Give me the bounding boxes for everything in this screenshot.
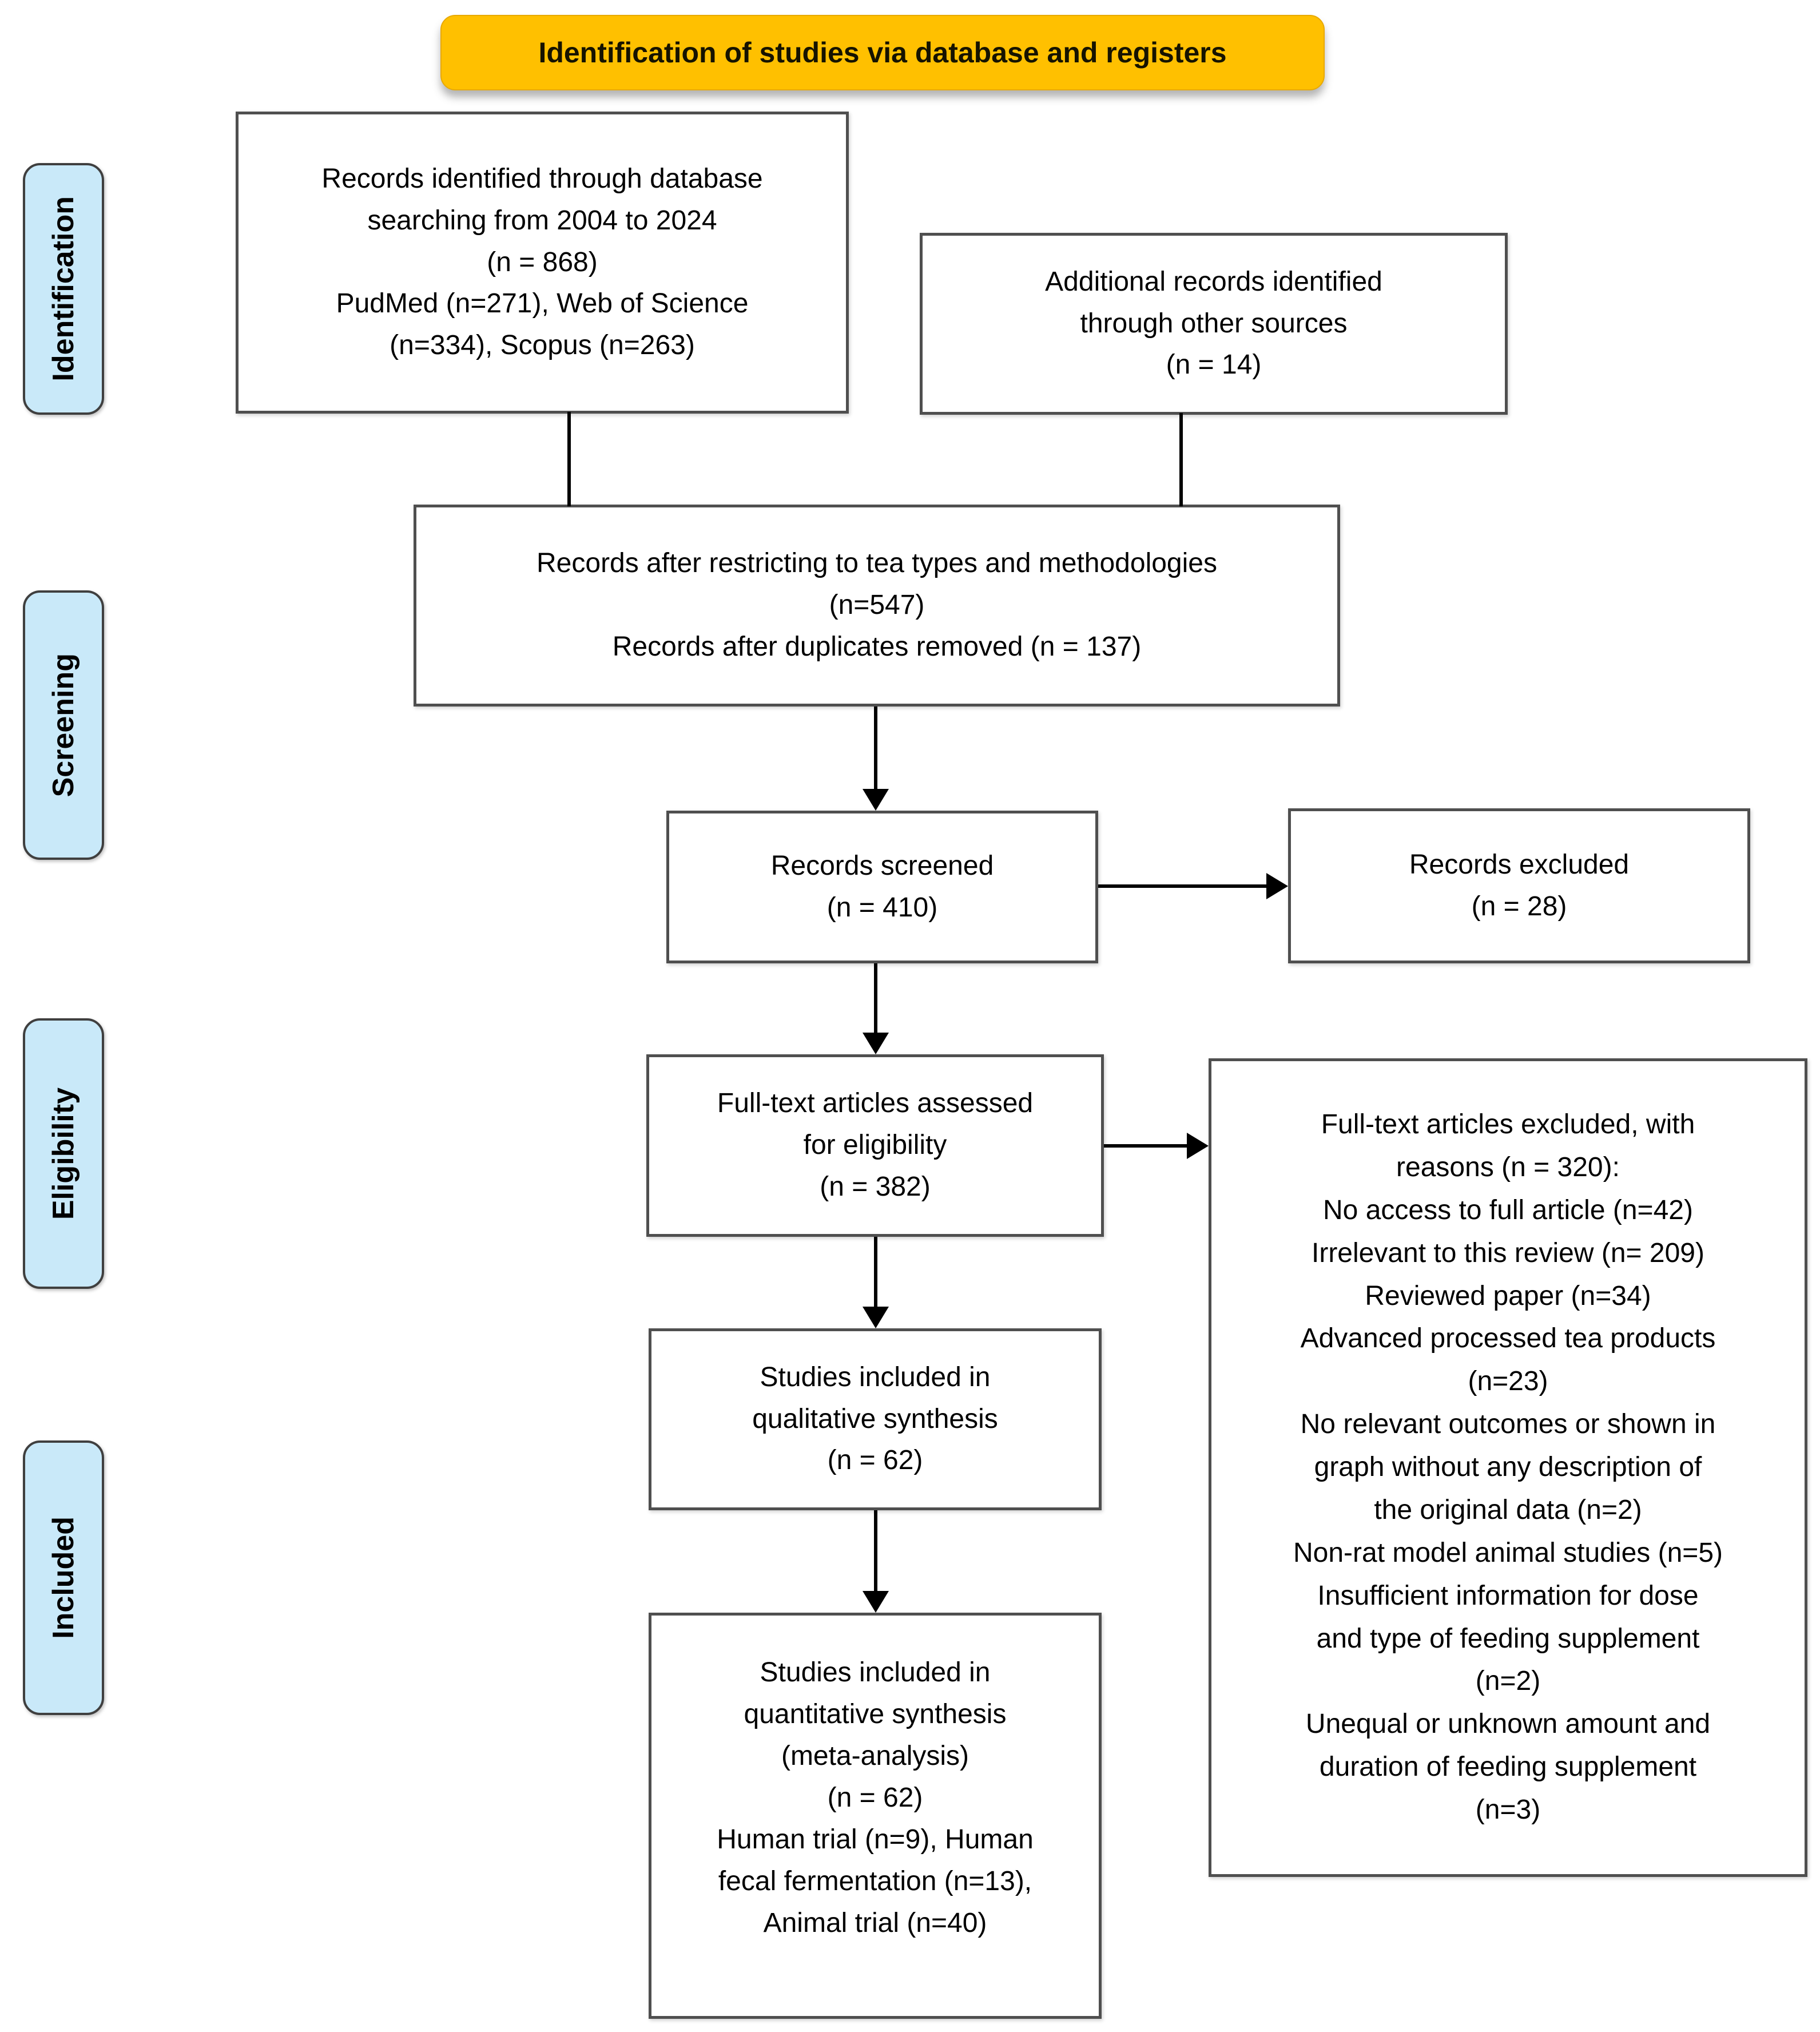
box-text-line: Records after restricting to tea types a… xyxy=(537,548,1217,579)
box-text-line: (n = 28) xyxy=(1471,891,1567,922)
box-text-line: (n = 62) xyxy=(827,1782,923,1813)
box-text-line: graph without any description of xyxy=(1314,1452,1702,1483)
box-text-line: Non-rat model animal studies (n=5) xyxy=(1293,1537,1723,1568)
stage-label-included: Included xyxy=(23,1440,104,1715)
box-text-line: the original data (n=2) xyxy=(1374,1494,1642,1525)
box-text-line: qualitative synthesis xyxy=(752,1403,998,1434)
arrow-screened-to-fulltext-head xyxy=(863,1033,889,1054)
box-text-line: (n=23) xyxy=(1468,1366,1548,1397)
box-fulltext-excluded-reasons: Full-text articles excluded, with reasons… xyxy=(1209,1058,1807,1877)
box-text-line: searching from 2004 to 2024 xyxy=(367,205,717,236)
box-text-line: Insufficient information for dose xyxy=(1317,1580,1699,1611)
box-fulltext-assessed: Full-text articles assessed for eligibili… xyxy=(646,1054,1104,1237)
box-text-line: No access to full article (n=42) xyxy=(1323,1194,1693,1225)
box-text-line: (n=547) xyxy=(829,590,925,621)
box-additional-records: Additional records identified through oth… xyxy=(920,233,1508,415)
stage-label-eligibility-text: Eligibility xyxy=(47,1087,80,1220)
box-text-line: Studies included in xyxy=(760,1362,991,1392)
box-text-line: fecal fermentation (n=13), xyxy=(718,1866,1032,1896)
box-text-line: (n=2) xyxy=(1475,1666,1541,1697)
box-text-line: Irrelevant to this review (n= 209) xyxy=(1312,1237,1704,1268)
box-text-line: (n = 868) xyxy=(487,247,598,277)
box-text-line: Full-text articles assessed xyxy=(717,1088,1034,1119)
stage-label-screening: Screening xyxy=(23,590,104,860)
box-quantitative-synthesis: Studies included in quantitative synthesi… xyxy=(649,1613,1102,2019)
box-text-line: (n = 382) xyxy=(820,1171,931,1202)
box-text-line: duration of feeding supplement xyxy=(1319,1752,1697,1783)
box-text-line: quantitative synthesis xyxy=(744,1698,1007,1729)
arrow-fulltext-to-qualitative-line xyxy=(874,1237,877,1309)
box-text-line: Studies included in xyxy=(760,1657,991,1688)
box-text-line: (meta-analysis) xyxy=(781,1740,969,1771)
box-records-after-restricting: Records after restricting to tea types a… xyxy=(414,505,1340,707)
stage-label-included-text: Included xyxy=(47,1517,80,1639)
arrow-screened-to-fulltext-line xyxy=(874,963,877,1035)
box-text-line: PudMed (n=271), Web of Science xyxy=(336,288,749,319)
connector-identified-to-restricted xyxy=(567,412,571,506)
box-text-line: Advanced processed tea products xyxy=(1300,1323,1716,1354)
stage-label-eligibility: Eligibility xyxy=(23,1018,104,1289)
arrow-fulltext-to-excluded-line xyxy=(1104,1144,1189,1148)
box-text-line: for eligibility xyxy=(803,1130,947,1161)
box-records-identified: Records identified through database searc… xyxy=(236,112,849,414)
arrow-screened-to-excluded-head xyxy=(1266,873,1288,899)
arrow-restricted-to-screened-head xyxy=(863,789,889,811)
box-text-line: Unequal or unknown amount and xyxy=(1305,1709,1711,1740)
box-text-line: (n = 14) xyxy=(1166,350,1262,380)
arrow-restricted-to-screened-line xyxy=(874,707,877,791)
box-text-line: (n=3) xyxy=(1475,1795,1541,1825)
arrow-fulltext-to-qualitative-head xyxy=(863,1307,889,1328)
box-qualitative-synthesis: Studies included in qualitative synthesis… xyxy=(649,1328,1102,1510)
box-records-screened: Records screened (n = 410) xyxy=(666,811,1098,963)
box-text-line: Human trial (n=9), Human xyxy=(717,1824,1034,1855)
box-text-line: reasons (n = 320): xyxy=(1396,1152,1620,1182)
box-records-excluded: Records excluded (n = 28) xyxy=(1288,808,1750,963)
box-text-line: Records after duplicates removed (n = 13… xyxy=(612,631,1142,662)
arrow-screened-to-excluded-line xyxy=(1098,884,1269,888)
box-text-line: Additional records identified xyxy=(1045,266,1382,297)
box-text-line: (n = 62) xyxy=(827,1445,923,1476)
stage-label-screening-text: Screening xyxy=(47,653,80,797)
box-text-line: No relevant outcomes or shown in xyxy=(1300,1409,1716,1440)
box-text-line: through other sources xyxy=(1080,308,1348,339)
connector-additional-to-restricted xyxy=(1179,413,1183,506)
arrow-fulltext-to-excluded-head xyxy=(1187,1133,1209,1159)
stage-label-identification-text: Identification xyxy=(47,196,80,382)
stage-label-identification: Identification xyxy=(23,163,104,415)
arrow-qualitative-to-quantitative-line xyxy=(874,1510,877,1593)
box-text-line: Full-text articles excluded, with xyxy=(1321,1109,1695,1140)
box-text-line: Reviewed paper (n=34) xyxy=(1365,1280,1651,1311)
box-text-line: Records screened xyxy=(770,850,994,881)
title-banner: Identification of studies via database a… xyxy=(440,15,1325,90)
box-text-line: Animal trial (n=40) xyxy=(763,1907,987,1938)
arrow-qualitative-to-quantitative-head xyxy=(863,1591,889,1613)
box-text-line: Records identified through database xyxy=(321,163,763,194)
box-text-line: Records excluded xyxy=(1409,849,1630,880)
box-text-line: (n=334), Scopus (n=263) xyxy=(390,330,695,361)
box-text-line: (n = 410) xyxy=(826,892,938,923)
box-text-line: and type of feeding supplement xyxy=(1316,1623,1700,1654)
title-banner-label: Identification of studies via database a… xyxy=(538,37,1227,69)
